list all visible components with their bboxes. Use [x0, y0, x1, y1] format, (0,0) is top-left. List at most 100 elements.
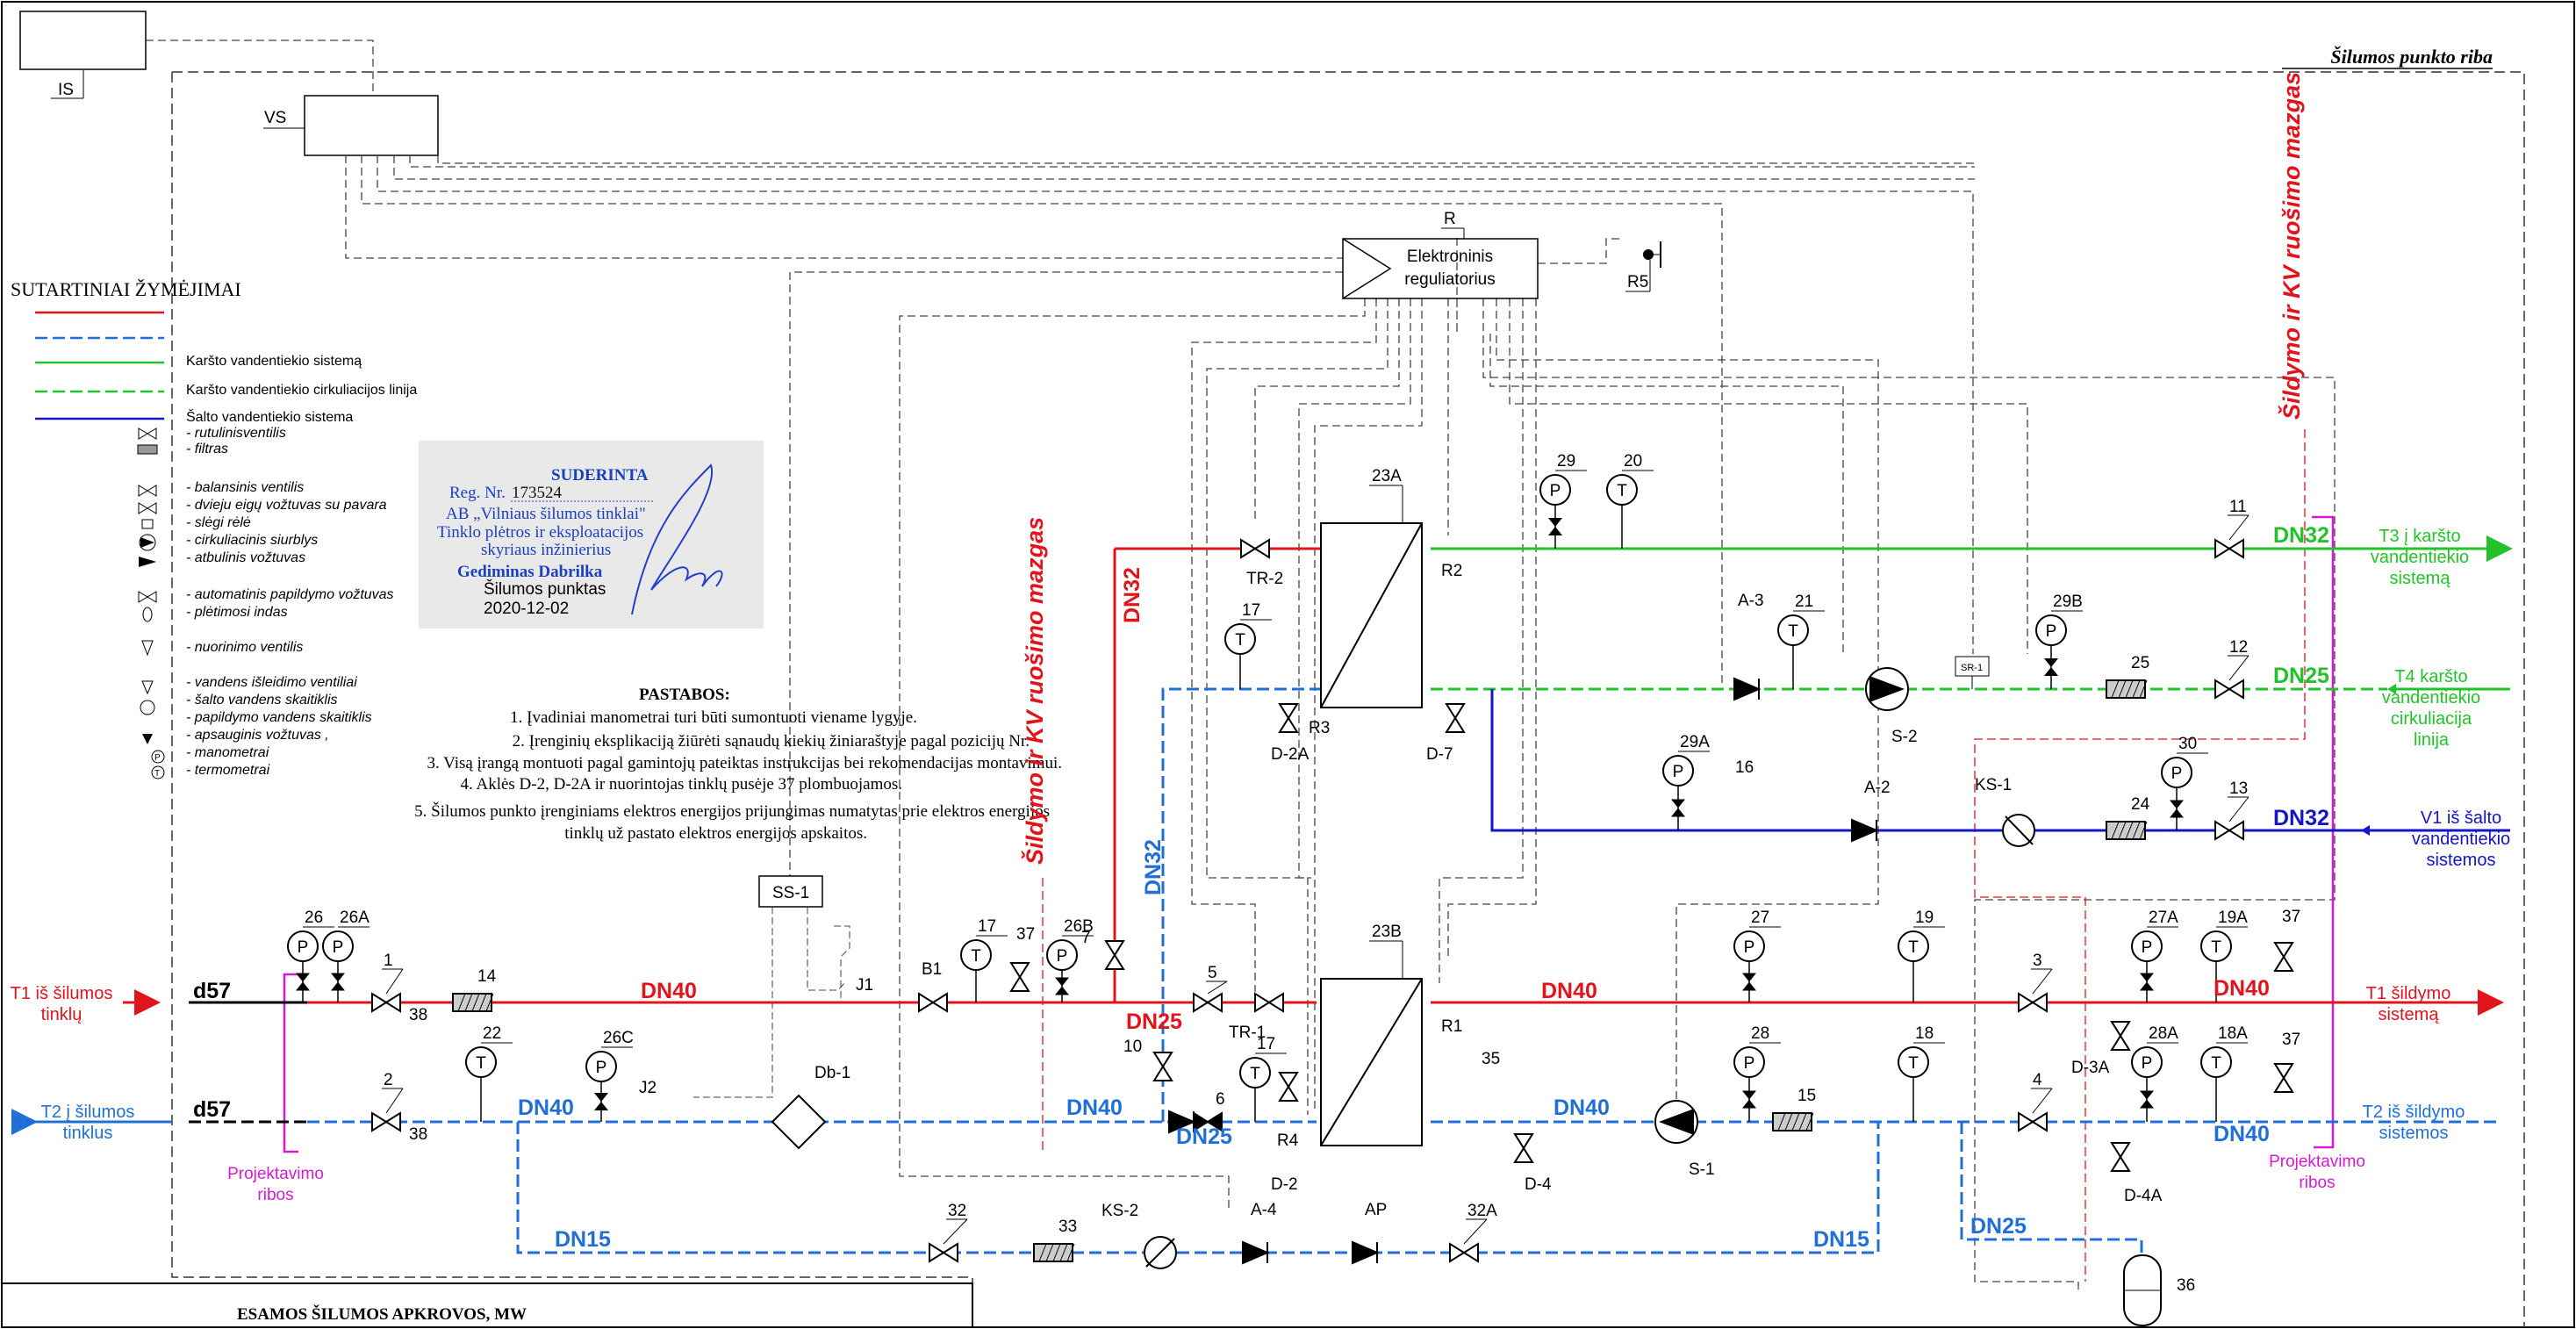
manometer-30: P30 [2161, 735, 2208, 830]
controller-line1: Elektroninis [1407, 248, 1493, 266]
thermometer-17a-label: 17 [978, 917, 996, 936]
n36-label: 36 [2177, 1276, 2195, 1295]
legend-auto-fill-valve: - automatinis papildymo vožtuvas [186, 587, 394, 602]
thermometer-22-label: 22 [483, 1024, 501, 1043]
thermometer-17a-symbol: T [971, 947, 981, 966]
ks2-label: KS-2 [1101, 1202, 1138, 1220]
dn40-supply-right: DN40 [1541, 979, 1597, 1003]
filter-33: 33 [1033, 1218, 1077, 1262]
sr1-label: SR-1 [1961, 663, 1983, 673]
t4-2: vandentiekio [2382, 688, 2480, 708]
thermometer-18: T18 [1898, 1024, 1945, 1122]
manometer-26b-label: 26B [1064, 917, 1094, 936]
valve-11-label: 11 [2229, 498, 2247, 516]
thermometer-19a-label: 19A [2218, 909, 2248, 927]
dn40-supply-left: DN40 [641, 979, 697, 1003]
check-valve-a3 [1733, 677, 1762, 701]
legend-thermometer-letter: T [154, 769, 160, 779]
control-signal-lines [345, 155, 2336, 1290]
j2-label: J2 [639, 1079, 657, 1097]
valve-2-label: 2 [384, 1071, 393, 1089]
thermometer-21: T21 [1777, 593, 1825, 689]
dn40-return-right: DN40 [1553, 1096, 1610, 1120]
legend-drain-valves: - vandens išleidimo ventiliai [186, 675, 357, 690]
air-vent-37b [2273, 942, 2294, 972]
filter-25-label: 25 [2131, 654, 2149, 672]
valve-10 [1152, 1052, 1173, 1081]
legend-fill-water-meter: - papildymo vandens skaitiklis [186, 710, 372, 725]
legend-filter-icon [137, 444, 158, 455]
manometer-27: P27 [1733, 909, 1781, 1002]
legend-thermometers: - termometrai [186, 763, 270, 778]
valve-13: 13 [2214, 779, 2250, 841]
pump-s1: S-1 [1654, 1100, 1715, 1179]
legend-title: SUTARTINIAI ŽYMĖJIMAI [11, 278, 241, 300]
stamp-name: Gediminas Dabrilka [457, 563, 603, 581]
a2-label: A-2 [1864, 779, 1891, 797]
manometer-28a-symbol: P [2142, 1054, 2153, 1073]
thermometer-20-symbol: T [1617, 482, 1627, 500]
filter-33-label: 33 [1058, 1218, 1077, 1236]
drain-d2 [1278, 1072, 1299, 1102]
note-3: 3. Visą įrangą montuoti pagal gamintojų … [427, 754, 1062, 772]
legend-pump-icon [139, 534, 156, 551]
dn15-right: DN15 [1813, 1227, 1869, 1252]
load-table-title: ESAMOS ŠILUMOS APKROVOS, MW [237, 1304, 527, 1324]
manometer-26a-symbol: P [333, 938, 344, 957]
air-vent-37c [2273, 1063, 2294, 1093]
t1-in-2: tinklų [41, 1005, 83, 1024]
valve-32: 32 [929, 1202, 968, 1263]
d2-label: D-2 [1271, 1175, 1298, 1194]
manometer-29: P29 [1539, 452, 1587, 549]
manometer-26-symbol: P [298, 938, 309, 957]
heat-exchanger-23b: 23B [1320, 923, 1423, 1146]
t2-in-1: T2 iš šildymo [2363, 1103, 2465, 1122]
thermometer-17c: T17 [1224, 601, 1272, 689]
manometer-27a-symbol: P [2142, 938, 2153, 957]
thermometer-17a: T 17 [960, 917, 1008, 1002]
manometer-30-symbol: P [2171, 765, 2183, 783]
valve-12: 12 [2214, 638, 2250, 700]
ks2-meter: KS-2 [1101, 1202, 1177, 1269]
drain-d4 [1513, 1133, 1534, 1163]
t3-3: sistemą [2390, 569, 2451, 588]
legend-check-valve: - atbulinis vožtuvas [186, 550, 305, 565]
note-2: 2. Įrenginių eksplikaciją žiūrėti sąnaud… [513, 732, 1030, 751]
r1-label: R1 [1441, 1017, 1462, 1036]
boundary-label: Šilumos punkto riba [2330, 46, 2493, 68]
a3-label: A-3 [1738, 592, 1764, 610]
db1-label: Db-1 [814, 1064, 850, 1082]
r3-label: R3 [1309, 719, 1330, 737]
thermometer-22: T22 [465, 1024, 513, 1122]
t4-1: T4 karšto [2394, 667, 2467, 686]
s1-label: S-1 [1689, 1160, 1715, 1179]
t4-4: linija [2414, 730, 2450, 750]
manometer-27-label: 27 [1751, 909, 1769, 927]
projection-label-right-1: Projektavimo [2269, 1153, 2365, 1171]
thermometer-19a-symbol: T [2211, 938, 2221, 957]
t3-2: vandentiekio [2371, 548, 2469, 567]
legend-thermometer-icon [151, 765, 165, 779]
dn40-supply-far: DN40 [2214, 976, 2270, 1001]
manometer-29b-symbol: P [2046, 622, 2057, 641]
valve-4-label: 4 [2033, 1071, 2042, 1089]
t1-out-2: sistemą [2379, 1005, 2440, 1024]
legend: SUTARTINIAI ŽYMĖJIMAI Karšto vandentieki… [11, 278, 417, 779]
filter-14-label: 14 [477, 967, 497, 986]
d4-label: D-4 [1525, 1175, 1552, 1194]
projection-label-left-2: ribos [257, 1186, 293, 1204]
drain-d4a [2110, 1142, 2131, 1172]
stamp-reg-prefix: Reg. Nr. [449, 484, 506, 502]
instruments: P26P26AP26BP26CP27P27AP28P28AP29P29AP29B… [287, 452, 2248, 1122]
projection-label-right-2: ribos [2299, 1174, 2335, 1192]
legend-balancing-valve-icon [138, 485, 157, 497]
controller-box [1342, 238, 1539, 299]
valve-32-label: 32 [948, 1202, 966, 1220]
dn15-left: DN15 [555, 1227, 611, 1252]
manometer-29-symbol: P [1550, 482, 1561, 500]
manometer-28: P28 [1733, 1024, 1781, 1122]
t3-1: T3 į karšto [2379, 527, 2460, 546]
